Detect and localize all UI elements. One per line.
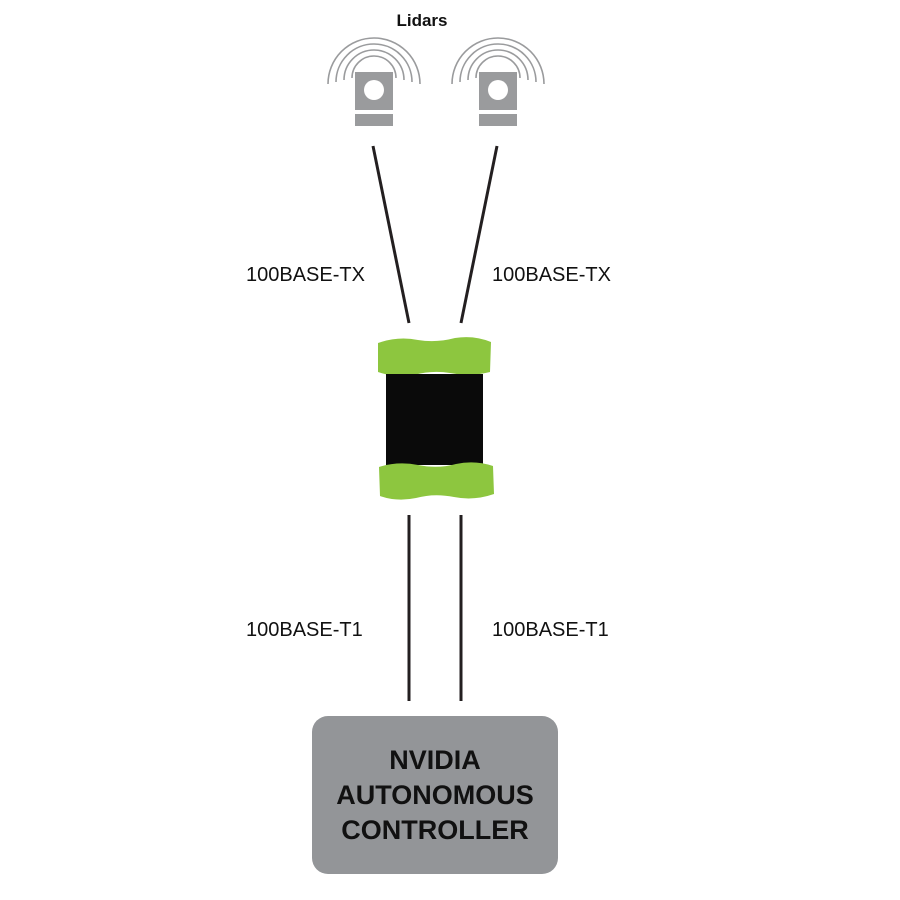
- lidar-left-signal-arcs: [327, 37, 421, 85]
- controller-label-line1: NVIDIA: [389, 745, 481, 775]
- controller-box: [312, 716, 558, 874]
- lidar-right-icon: [451, 37, 545, 126]
- lidars-title: Lidars: [396, 11, 448, 30]
- link-label-tx-right: 100BASE-TX: [492, 264, 611, 286]
- controller-label-line2: AUTONOMOUS: [336, 780, 534, 810]
- lidar-right-signal-arcs: [451, 37, 545, 85]
- lidar-left-icon: [327, 37, 421, 126]
- lidar-right-base: [479, 114, 517, 126]
- converter-bottom-cap: [379, 462, 494, 500]
- link-label-t1-left: 100BASE-T1: [246, 619, 363, 641]
- link-label-tx-left: 100BASE-TX: [246, 264, 365, 286]
- cable-tx-left: [371, 145, 411, 324]
- lidar-left-lens: [364, 80, 384, 100]
- link-label-t1-right: 100BASE-T1: [492, 619, 609, 641]
- converter-top-cap: [378, 337, 491, 376]
- controller-label-line3: CONTROLLER: [341, 815, 529, 845]
- cable-tx-right: [459, 145, 499, 324]
- controller-label: NVIDIA AUTONOMOUS CONTROLLER: [312, 743, 558, 848]
- media-converter-icon: [378, 337, 494, 500]
- lidar-right-lens: [488, 80, 508, 100]
- converter-body: [386, 374, 483, 465]
- lidar-left-base: [355, 114, 393, 126]
